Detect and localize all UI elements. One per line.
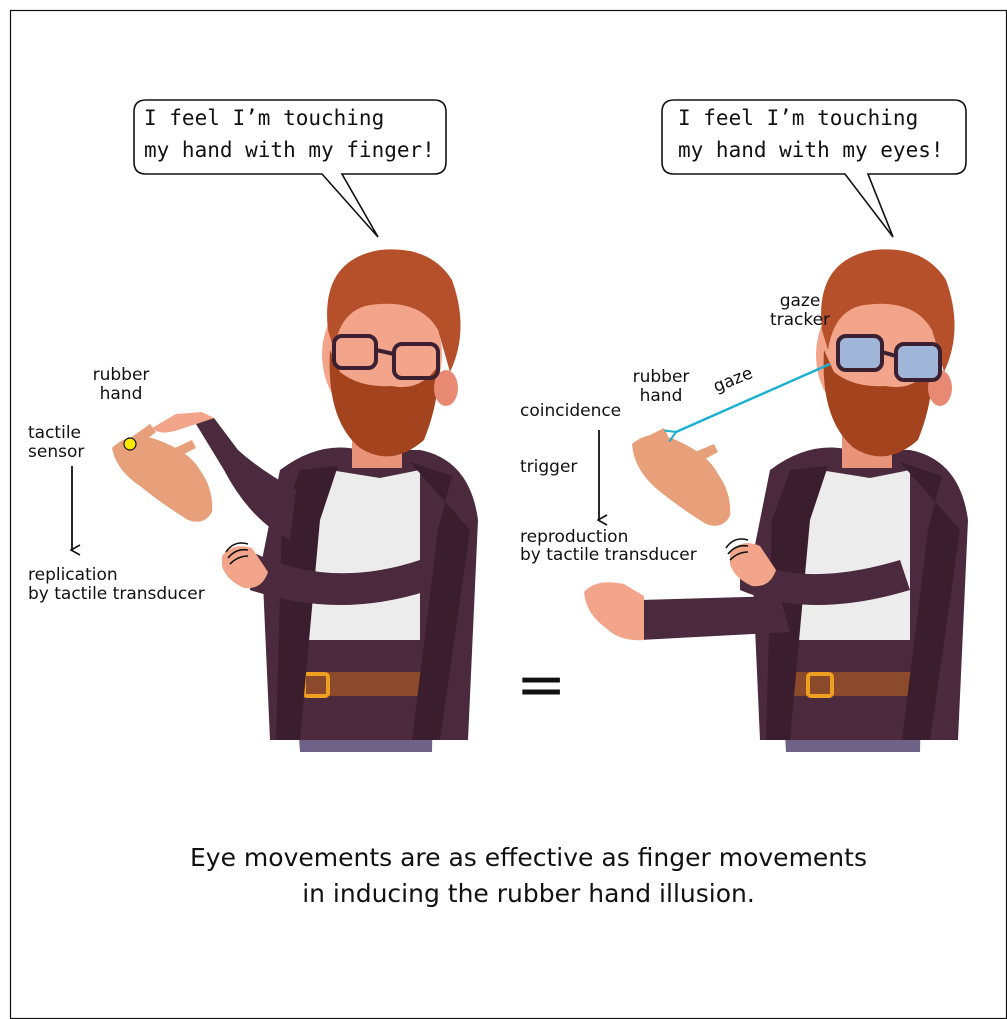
caption-line-1: Eye movements are as effective as finger… (0, 840, 1007, 876)
gaze-tracker-label-2: tracker (760, 311, 840, 330)
reproduction-label-2: by tactile transducer (520, 546, 697, 565)
tactile-sensor-label-1: tactile (28, 424, 81, 443)
gaze-tracker-label-1: gaze (760, 292, 840, 311)
right-speech-line-2: my hand with my eyes! (678, 136, 944, 164)
tactile-sensor-label-2: sensor (28, 443, 84, 462)
left-speech-line-1: I feel I’m touching (144, 104, 384, 132)
coincidence-label: coincidence (520, 402, 621, 421)
left-rubber-hand-label-1: rubber (86, 366, 156, 385)
left-rubber-hand-label-2: hand (86, 385, 156, 404)
right-rubber-hand-label-1: rubber (626, 368, 696, 387)
gaze-arrow (676, 364, 830, 432)
caption-line-2: in inducing the rubber hand illusion. (0, 876, 1007, 912)
trigger-label: trigger (520, 458, 577, 477)
equals-sign: = (516, 655, 566, 715)
right-rubber-hand (632, 428, 730, 526)
tactile-sensor-dot (124, 438, 136, 450)
replication-label-1: replication (28, 566, 118, 585)
right-rubber-hand-label-2: hand (626, 387, 696, 406)
replication-label-2: by tactile transducer (28, 585, 205, 604)
right-speech-line-1: I feel I’m touching (678, 104, 918, 132)
left-speech-line-2: my hand with my finger! (144, 136, 435, 164)
